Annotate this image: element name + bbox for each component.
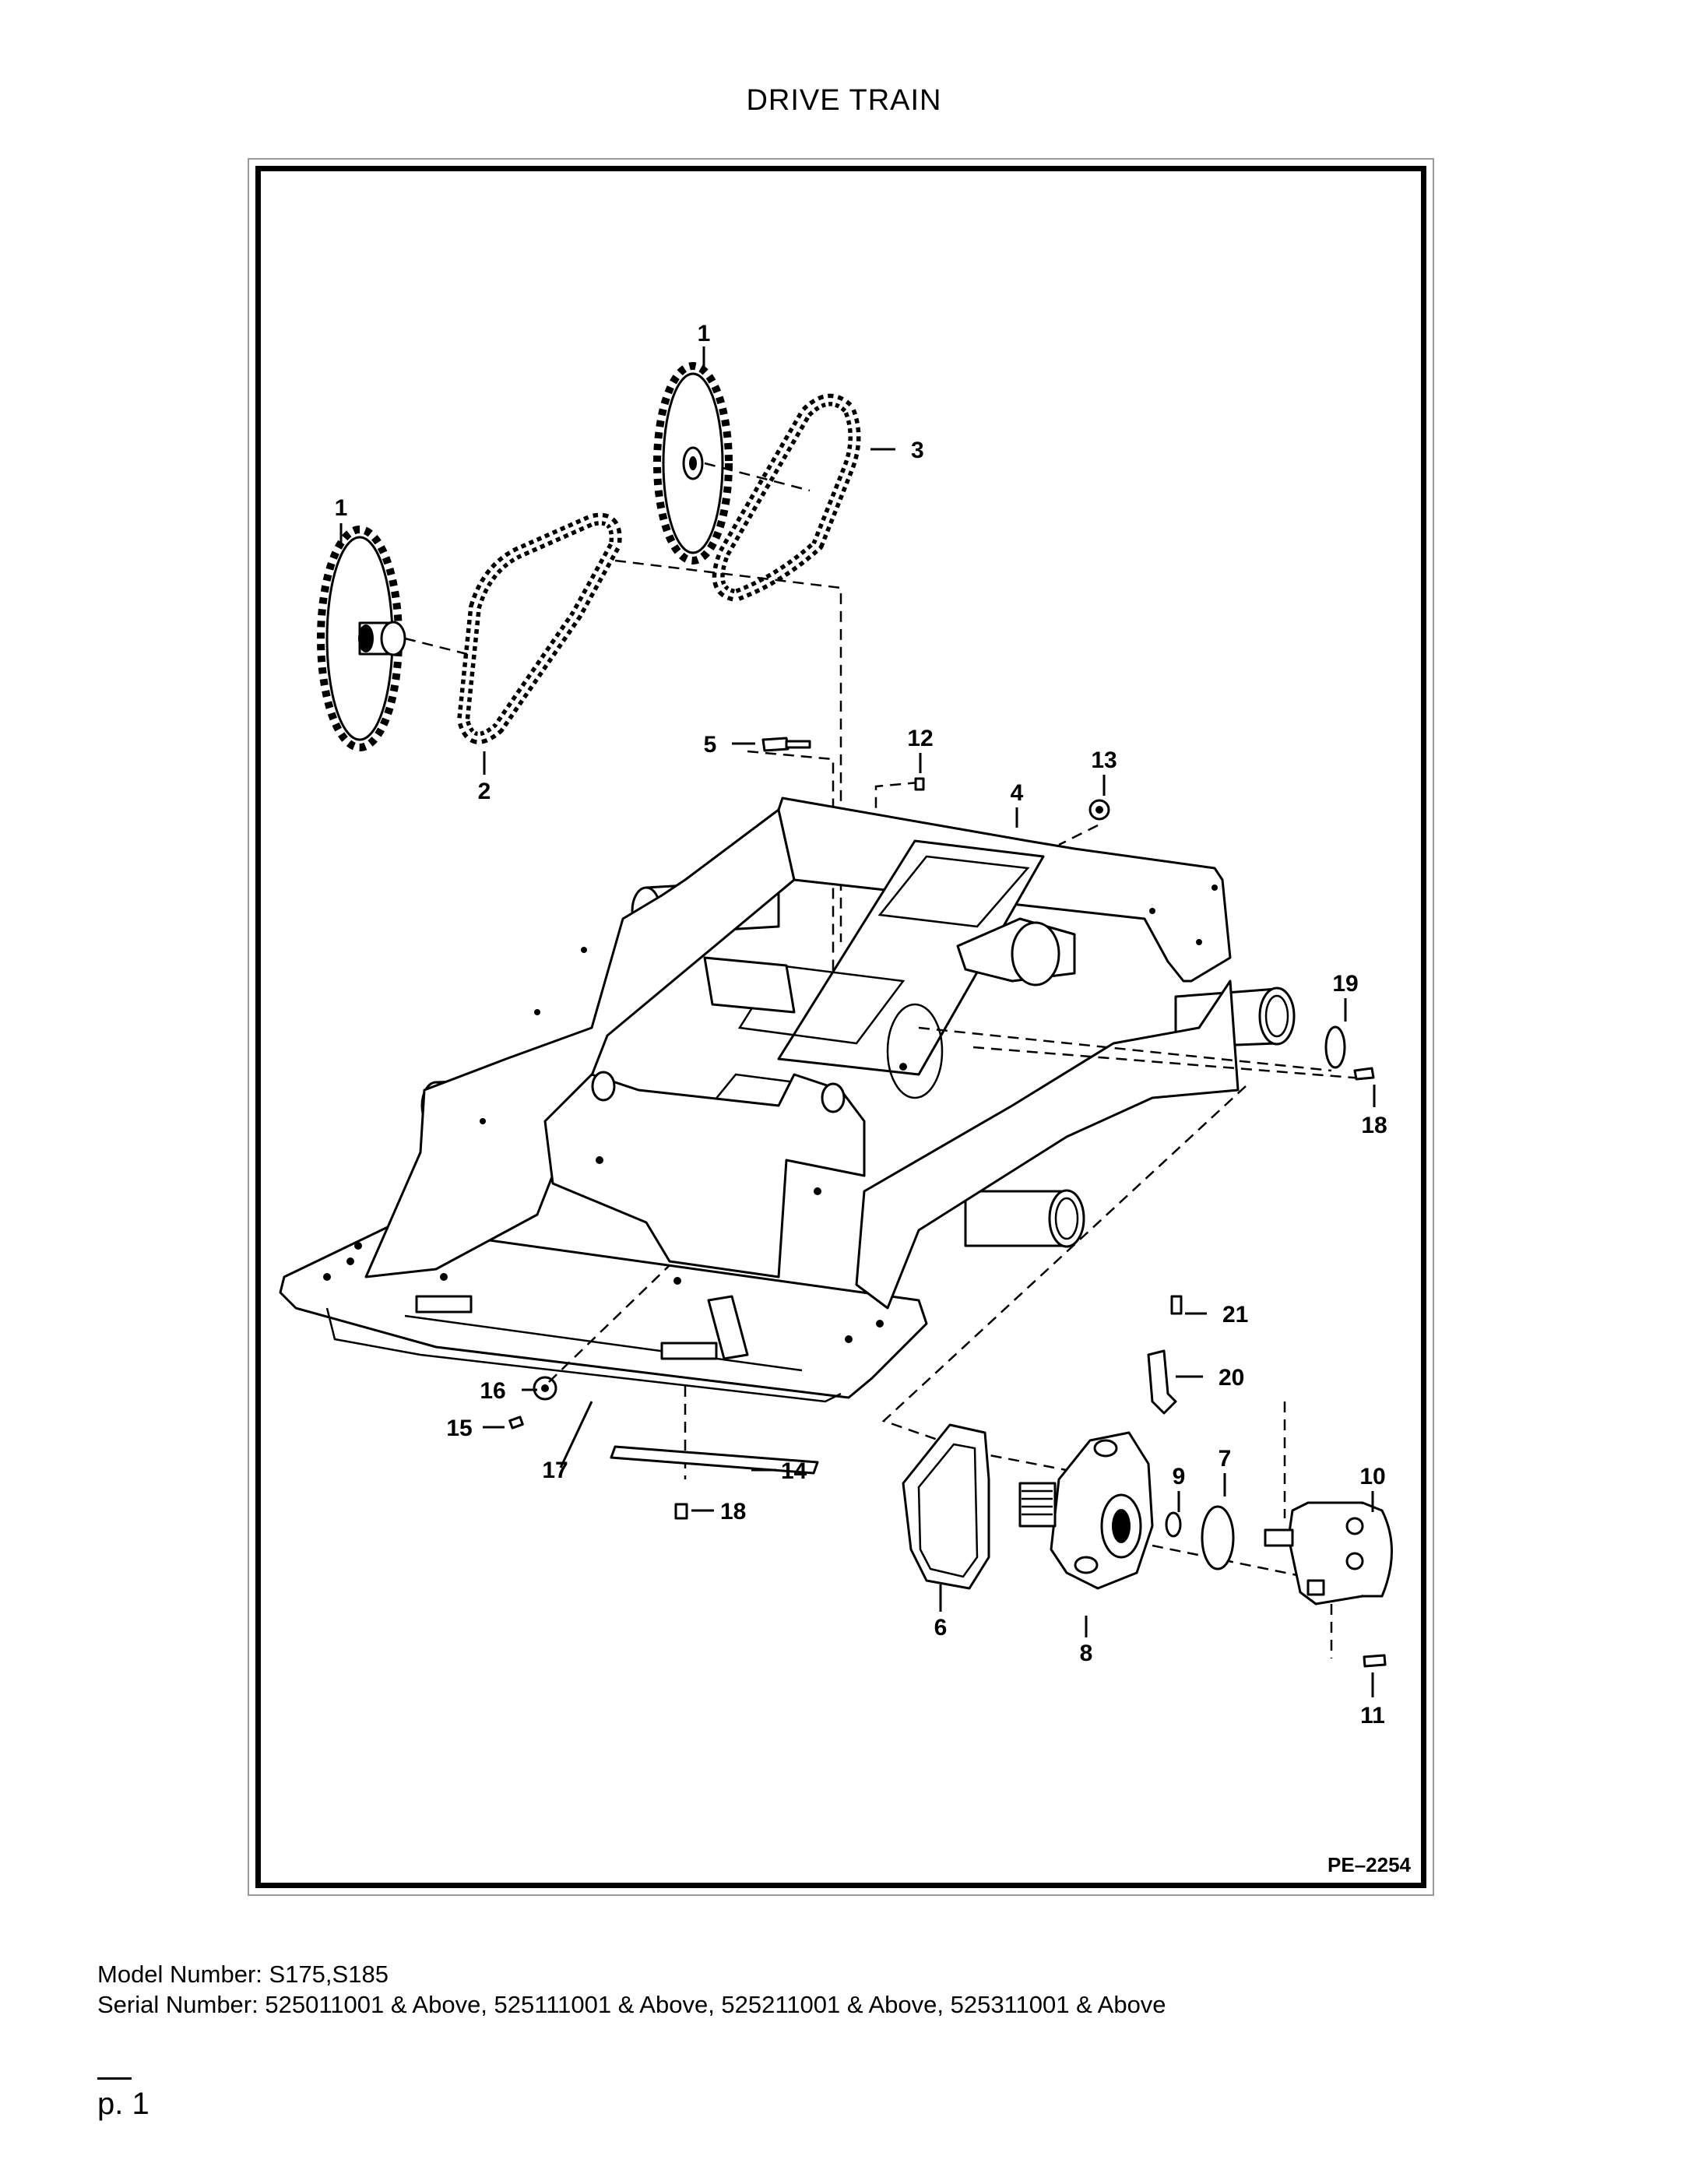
hub-housing-8 <box>1018 1431 1154 1590</box>
gasket-6 <box>902 1423 990 1590</box>
nut-12 <box>914 777 925 791</box>
page-number-rule <box>97 2077 132 2080</box>
callout-18-right: 18 <box>1361 1113 1387 1138</box>
callout-7: 7 <box>1219 1446 1232 1472</box>
chain-left <box>457 512 622 744</box>
callout-13: 13 <box>1091 747 1117 773</box>
callout-10: 10 <box>1359 1464 1385 1489</box>
main-frame <box>279 797 1296 1403</box>
callout-2: 2 <box>478 779 491 804</box>
serial-number: Serial Number: 525011001 & Above, 525111… <box>97 1991 1166 2018</box>
bolt-18-bottom <box>674 1503 688 1520</box>
diagram-frame <box>255 166 1426 1888</box>
callout-1-left: 1 <box>335 495 348 521</box>
callout-18-bottom: 18 <box>720 1499 746 1525</box>
callout-12: 12 <box>907 726 933 751</box>
bracket-20 <box>1147 1349 1177 1415</box>
callout-11: 11 <box>1360 1703 1385 1729</box>
callout-8: 8 <box>1080 1641 1093 1666</box>
callout-16: 16 <box>480 1378 505 1404</box>
bolt-21 <box>1170 1295 1183 1315</box>
leader-lines <box>339 346 1376 1697</box>
callout-17: 17 <box>542 1458 568 1483</box>
page-number: p. 1 <box>97 2087 149 2121</box>
callout-6: 6 <box>934 1615 948 1641</box>
callout-21: 21 <box>1222 1302 1248 1328</box>
callout-19: 19 <box>1332 971 1358 997</box>
callout-15: 15 <box>446 1416 472 1441</box>
bolt-11 <box>1363 1654 1387 1668</box>
bolt-5 <box>761 737 811 752</box>
sprocket-right <box>653 362 733 564</box>
plug-13 <box>1088 799 1110 821</box>
callout-20: 20 <box>1219 1365 1244 1391</box>
callout-5: 5 <box>704 732 717 758</box>
seal-9 <box>1165 1511 1182 1538</box>
strap-14 <box>610 1445 819 1475</box>
callout-3: 3 <box>911 438 924 463</box>
ring-19 <box>918 1025 1363 1080</box>
callout-9: 9 <box>1173 1464 1186 1489</box>
washer-16 <box>533 1376 557 1401</box>
callout-14: 14 <box>781 1458 807 1484</box>
o-ring-7 <box>1201 1505 1235 1570</box>
chain-right <box>712 393 861 602</box>
sprocket-left <box>317 526 406 751</box>
model-number: Model Number: S175,S185 <box>97 1961 389 1988</box>
figure-reference: PE–2254 <box>1328 1853 1412 1876</box>
drive-motor-10 <box>1264 1501 1393 1605</box>
bolt-15 <box>508 1416 524 1430</box>
callout-4: 4 <box>1011 780 1024 806</box>
diagram-outer-border <box>248 158 1434 1896</box>
page-title: DRIVE TRAIN <box>746 84 942 117</box>
callout-1-right: 1 <box>698 321 711 346</box>
bolt-18-right <box>1353 1067 1375 1081</box>
